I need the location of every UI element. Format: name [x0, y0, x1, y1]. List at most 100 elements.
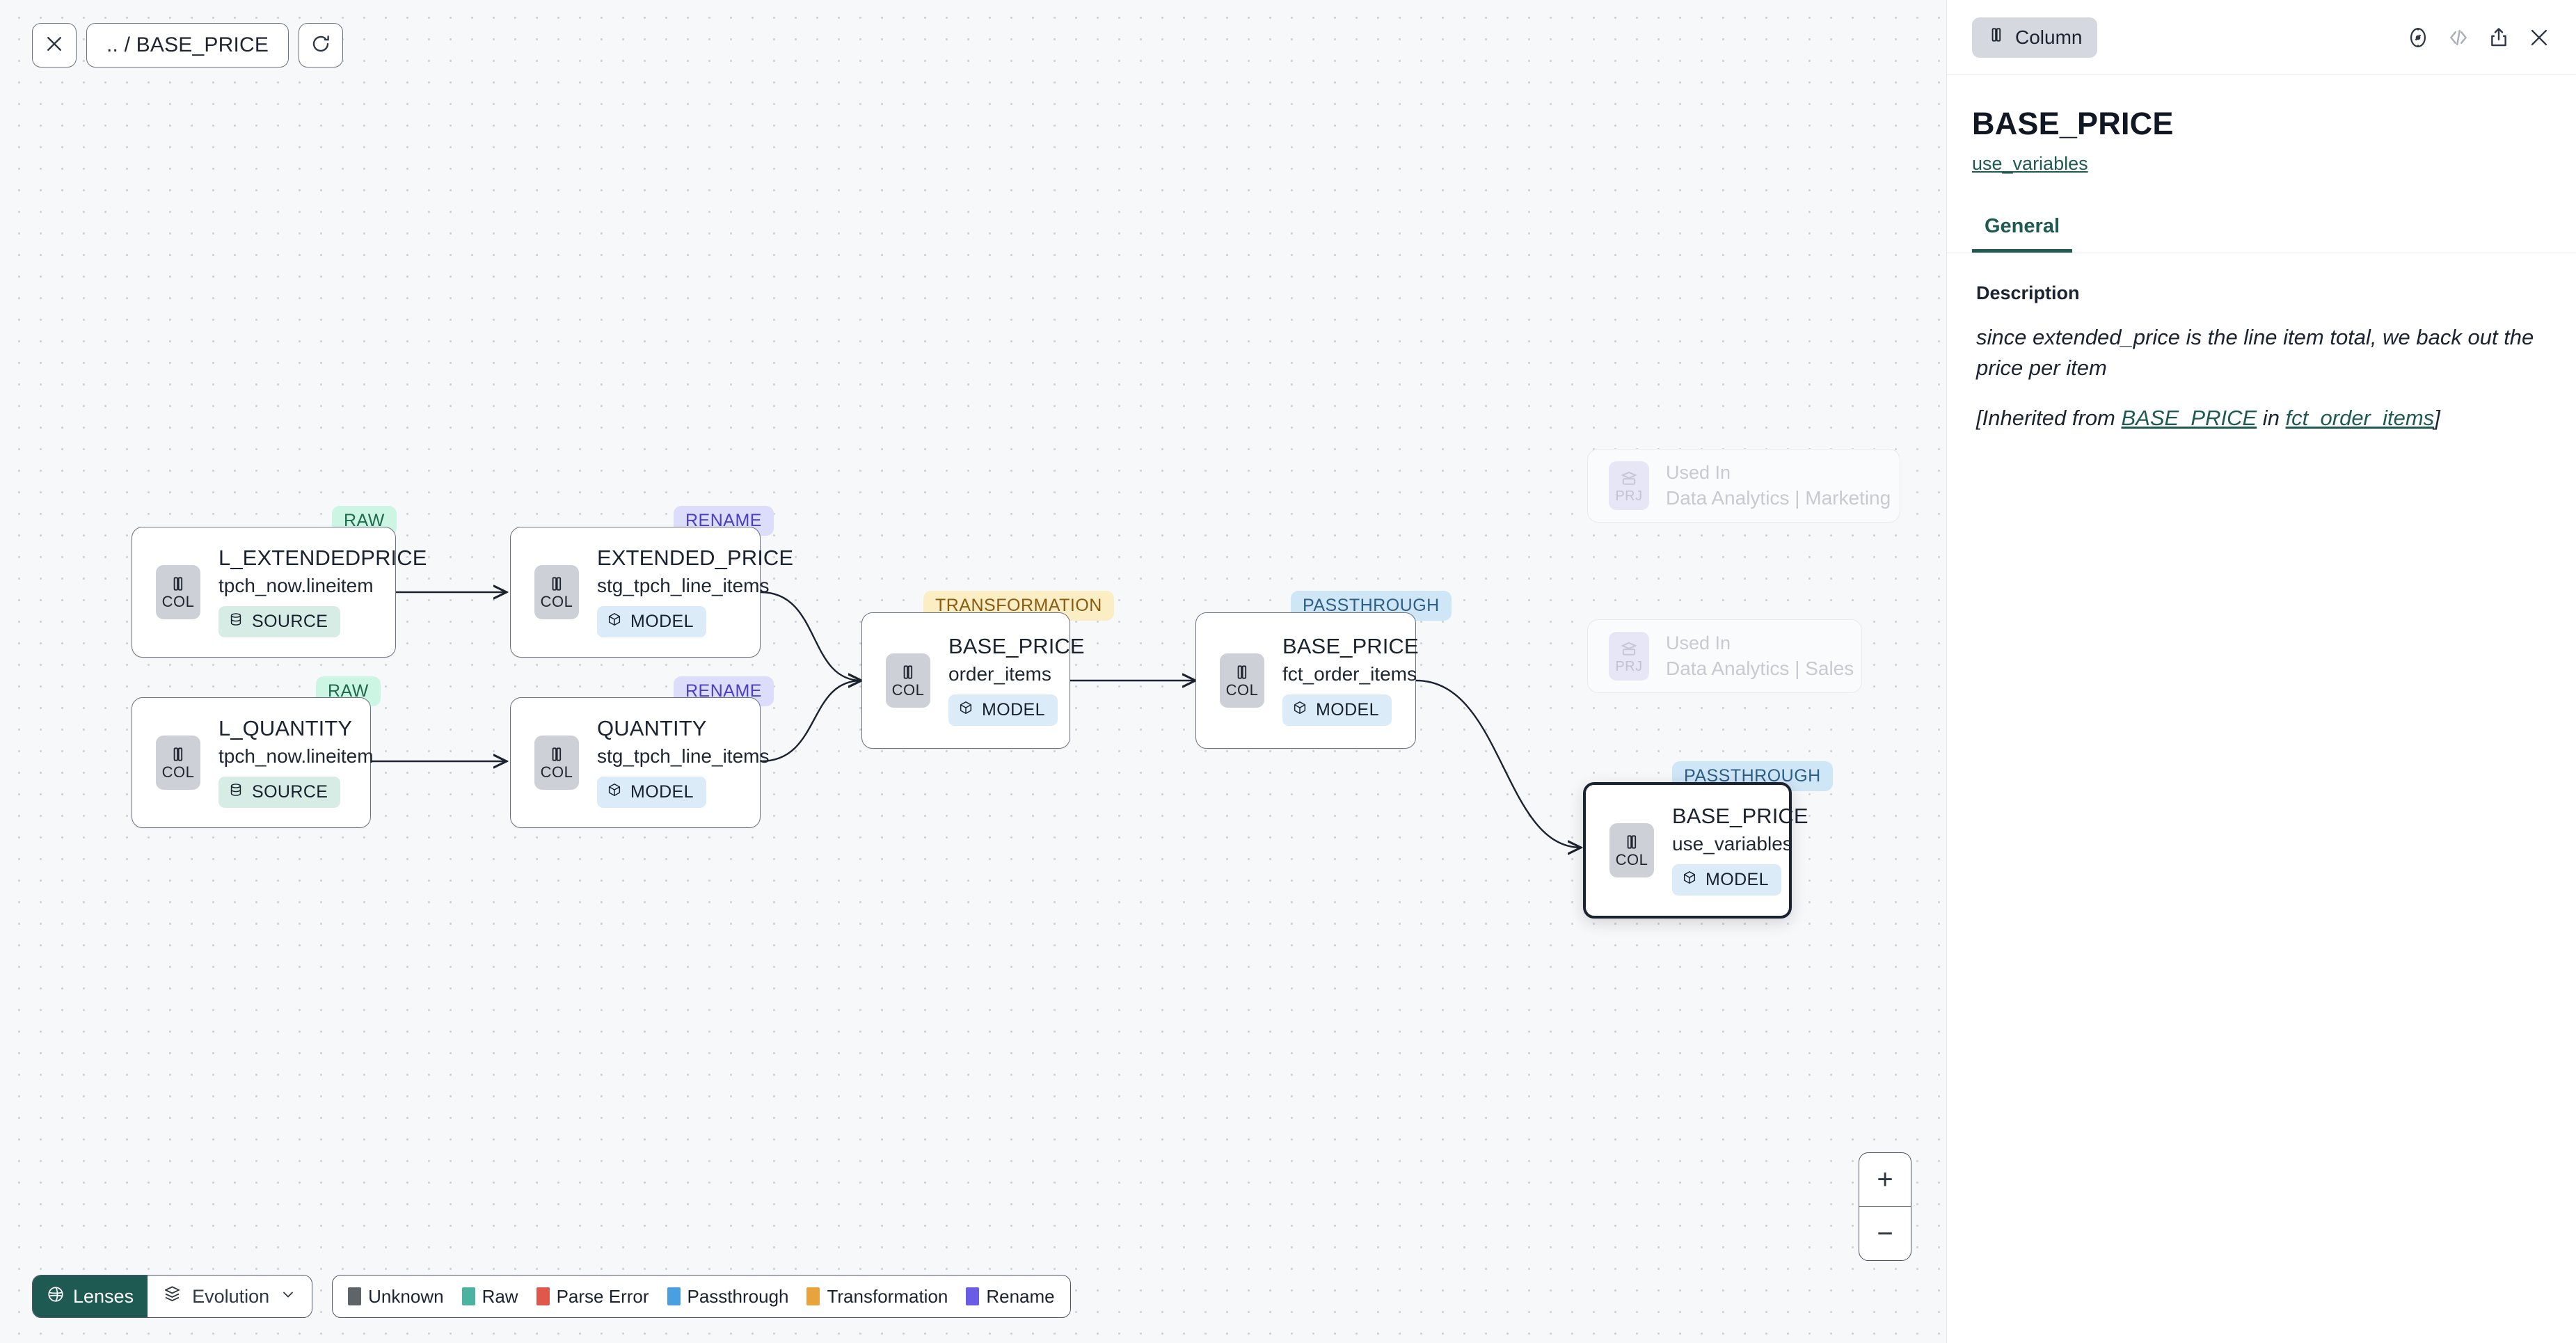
evolution-dropdown[interactable]: Evolution [148, 1276, 312, 1317]
inherited-model-link[interactable]: fct_order_items [2285, 406, 2435, 431]
layers-icon [163, 1285, 182, 1308]
col-chip-label: COL [891, 681, 925, 699]
tab-general[interactable]: General [1972, 215, 2072, 253]
node-subtitle: use_variables [1672, 832, 1792, 855]
legend-swatch [806, 1287, 820, 1305]
legend-item-unknown[interactable]: Unknown [348, 1286, 444, 1308]
database-icon [228, 612, 244, 632]
legend-item-raw[interactable]: Raw [461, 1285, 518, 1308]
entity-type-label: Column [2015, 26, 2083, 48]
code-icon[interactable] [2447, 26, 2470, 49]
refresh-icon [310, 33, 331, 58]
lineage-node-quantity[interactable]: COL QUANTITY stg_tpch_line_items MODEL [510, 697, 769, 828]
legend-item-rename[interactable]: Rename [966, 1285, 1055, 1308]
share-icon[interactable] [2487, 26, 2511, 49]
legend-label: Rename [986, 1285, 1055, 1307]
node-badge-label: MODEL [1316, 699, 1379, 720]
col-chip-label: COL [540, 763, 573, 781]
node-title: L_EXTENDEDPRICE [218, 546, 427, 571]
node-badge-label: SOURCE [252, 611, 328, 631]
prj-chip-label: PRJ [1615, 488, 1643, 504]
inherited-column-link[interactable]: BASE_PRICE [2121, 406, 2257, 431]
lineage-legend: Unknown Raw Parse Error Passthrough Tran… [332, 1275, 1071, 1318]
lineage-node-base-price-use-variables[interactable]: COL BASE_PRICE use_variables MODEL [1583, 782, 1808, 919]
panel-action-buttons [2406, 26, 2551, 49]
canvas-toolbar: .. / BASE_PRICE [32, 23, 344, 67]
lineage-canvas[interactable]: .. / BASE_PRICE PRJ Used In Data Analyti… [0, 0, 1946, 1343]
entity-type-chip[interactable]: Column [1972, 17, 2098, 58]
node-title: BASE_PRICE [1672, 804, 1808, 829]
legend-swatch [348, 1287, 362, 1305]
description-inherited-note: [Inherited from BASE_PRICE in fct_order_… [1976, 403, 2551, 434]
prj-chip-label: PRJ [1615, 659, 1643, 674]
description-text: since extended_price is the line item to… [1976, 325, 2534, 381]
node-title: L_QUANTITY [218, 716, 353, 741]
used-in-node-marketing[interactable]: PRJ Used In Data Analytics | Marketing [1587, 449, 1900, 523]
used-in-label: Used In [1666, 633, 1731, 654]
database-icon [228, 782, 244, 802]
close-icon[interactable] [2527, 26, 2551, 49]
lineage-node-base-price-order-items[interactable]: COL BASE_PRICE order_items MODEL [861, 612, 1085, 749]
legend-item-parse-error[interactable]: Parse Error [536, 1286, 649, 1308]
details-panel: Column [1946, 0, 2576, 1343]
legend-swatch [461, 1287, 475, 1305]
cube-icon [1292, 700, 1307, 720]
used-in-label: Used In [1666, 462, 1731, 484]
node-badge-model: MODEL [948, 694, 1058, 726]
node-badge-label: SOURCE [252, 781, 328, 802]
inherited-mid: in [2257, 406, 2286, 431]
node-title: BASE_PRICE [1282, 634, 1419, 659]
zoom-controls: + − [1859, 1152, 1911, 1261]
node-subtitle: stg_tpch_line_items [597, 574, 770, 596]
details-panel-header: Column [1947, 0, 2576, 75]
node-badge-model: MODEL [597, 605, 706, 637]
explore-icon[interactable] [2406, 26, 2430, 49]
node-badge-label: MODEL [982, 699, 1045, 720]
zoom-in-button[interactable]: + [1859, 1153, 1911, 1207]
close-icon [44, 33, 65, 58]
cube-icon [607, 782, 622, 802]
used-in-name: Data Analytics | Marketing [1666, 487, 1891, 509]
legend-swatch [667, 1287, 681, 1305]
col-icon: COL [1609, 823, 1654, 877]
canvas-bottom-bar: Lenses Evolution Unknown [32, 1275, 1071, 1318]
node-title: BASE_PRICE [948, 634, 1085, 659]
col-icon: COL [534, 736, 579, 790]
node-subtitle: stg_tpch_line_items [597, 745, 770, 767]
refresh-button[interactable] [299, 23, 344, 67]
evolution-label: Evolution [192, 1285, 270, 1307]
aperture-icon [47, 1285, 65, 1308]
col-chip-label: COL [540, 593, 573, 610]
lenses-control-group: Lenses Evolution [32, 1275, 313, 1318]
col-icon: COL [156, 736, 200, 790]
node-title: QUANTITY [597, 716, 707, 741]
node-title: EXTENDED_PRICE [597, 546, 794, 571]
node-subtitle: tpch_now.lineitem [218, 745, 374, 767]
node-badge-label: MODEL [630, 611, 694, 631]
col-chip-label: COL [161, 593, 195, 610]
prj-icon: PRJ [1609, 461, 1649, 510]
zoom-out-button[interactable]: − [1877, 1218, 1893, 1249]
node-badge-source: SOURCE [218, 776, 341, 808]
node-badge-model: MODEL [1282, 694, 1392, 726]
lineage-node-extended-price[interactable]: COL EXTENDED_PRICE stg_tpch_line_items M… [510, 527, 793, 658]
model-link[interactable]: use_variables [1972, 153, 2088, 174]
node-badge-model: MODEL [1672, 864, 1781, 896]
legend-label: Transformation [827, 1285, 948, 1307]
node-badge-label: MODEL [1706, 869, 1769, 889]
close-button[interactable] [32, 23, 77, 67]
lineage-node-l-extendedprice[interactable]: COL L_EXTENDEDPRICE tpch_now.lineitem SO… [132, 527, 427, 658]
legend-item-transformation[interactable]: Transformation [806, 1286, 948, 1308]
column-icon [1987, 26, 2005, 49]
node-badge-source: SOURCE [218, 605, 341, 637]
lenses-button[interactable]: Lenses [33, 1276, 148, 1317]
prj-icon: PRJ [1609, 632, 1649, 681]
legend-label: Raw [482, 1285, 518, 1307]
lineage-node-l-quantity[interactable]: COL L_QUANTITY tpch_now.lineitem SOURCE [132, 697, 374, 828]
legend-item-passthrough[interactable]: Passthrough [667, 1286, 788, 1308]
breadcrumb[interactable]: .. / BASE_PRICE [86, 23, 289, 67]
page-title: BASE_PRICE [1972, 106, 2174, 141]
lineage-node-base-price-fct-order-items[interactable]: COL BASE_PRICE fct_order_items MODEL [1195, 612, 1419, 749]
used-in-node-sales[interactable]: PRJ Used In Data Analytics | Sales [1587, 619, 1862, 693]
node-badge-label: MODEL [630, 781, 694, 802]
